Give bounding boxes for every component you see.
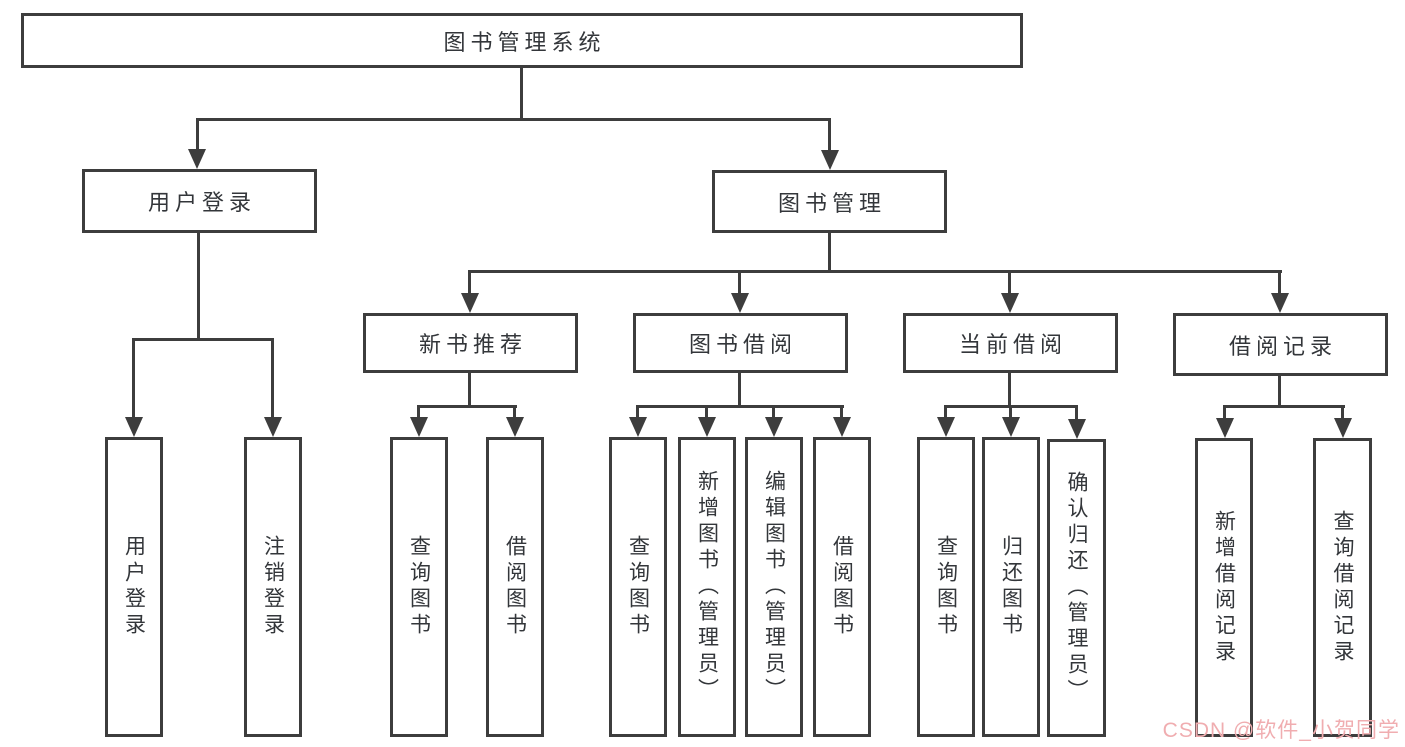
arrow-down-icon — [629, 417, 647, 437]
arrow-down-icon — [188, 149, 206, 169]
arrow-down-icon — [937, 417, 955, 437]
connector-line — [196, 118, 831, 121]
arrow-down-icon — [1002, 417, 1020, 437]
connector-line — [1341, 405, 1344, 420]
node-label: 查询图书 — [934, 535, 958, 639]
connector-line — [513, 405, 516, 419]
leaf-return-book: 归还图书 — [982, 437, 1040, 737]
connector-line — [1008, 270, 1011, 296]
node-book-management: 图书管理 — [712, 170, 947, 233]
node-label: 查询图书 — [407, 535, 431, 639]
connector-line — [1223, 405, 1226, 420]
arrow-down-icon — [461, 293, 479, 313]
csdn-watermark: CSDN @软件_小贺同学 — [1162, 719, 1400, 742]
node-label: 新书推荐 — [418, 332, 527, 357]
arrow-down-icon — [264, 417, 282, 437]
connector-line — [1075, 405, 1078, 421]
connector-line — [1278, 270, 1281, 296]
node-user-login: 用户登录 — [82, 169, 317, 233]
node-label: 图书管理 — [777, 190, 886, 216]
node-label: 借阅图书 — [503, 535, 527, 639]
leaf-query-books-current: 查询图书 — [917, 437, 975, 737]
node-current-borrow: 当前借阅 — [903, 313, 1118, 373]
connector-line — [196, 118, 199, 152]
leaf-add-book-admin: 新增图书（管理员） — [678, 437, 736, 737]
connector-line — [1278, 376, 1281, 408]
node-label: 归还图书 — [999, 535, 1023, 639]
arrow-down-icon — [833, 417, 851, 437]
node-new-book-recommend: 新书推荐 — [363, 313, 578, 373]
leaf-user-login: 用户登录 — [105, 437, 163, 737]
node-borrow-records: 借阅记录 — [1173, 313, 1388, 376]
connector-line — [944, 405, 947, 419]
node-root-system: 图书管理系统 — [21, 13, 1023, 68]
arrow-down-icon — [731, 293, 749, 313]
connector-line — [271, 338, 274, 420]
leaf-query-books-recommend: 查询图书 — [390, 437, 448, 737]
connector-line — [468, 270, 471, 296]
leaf-borrow-books: 借阅图书 — [813, 437, 871, 737]
leaf-confirm-return-admin: 确认归还（管理员） — [1047, 439, 1106, 737]
arrow-down-icon — [1216, 418, 1234, 438]
node-label: 编辑图书（管理员） — [762, 470, 786, 704]
node-book-borrow: 图书借阅 — [633, 313, 848, 373]
node-label: 借阅记录 — [1228, 333, 1337, 359]
arrow-down-icon — [410, 417, 428, 437]
connector-line — [468, 373, 471, 408]
connector-line — [1223, 405, 1345, 408]
connector-line — [468, 270, 1282, 273]
node-label: 查询图书 — [626, 535, 650, 639]
leaf-query-borrow-record: 查询借阅记录 — [1313, 438, 1372, 737]
node-label: 当前借阅 — [958, 332, 1067, 357]
node-label: 查询借阅记录 — [1331, 509, 1354, 666]
arrow-down-icon — [506, 417, 524, 437]
connector-line — [1008, 373, 1011, 408]
leaf-edit-book-admin: 编辑图书（管理员） — [745, 437, 803, 737]
connector-line — [417, 405, 517, 408]
arrow-down-icon — [1068, 419, 1086, 439]
connector-line — [828, 118, 831, 152]
connector-line — [738, 270, 741, 296]
node-label: 用户登录 — [122, 535, 146, 639]
leaf-query-books-borrow: 查询图书 — [609, 437, 667, 737]
node-label: 新增图书（管理员） — [695, 470, 719, 704]
arrow-down-icon — [1271, 293, 1289, 313]
arrow-down-icon — [1334, 418, 1352, 438]
connector-line — [132, 338, 274, 341]
node-label: 注销登录 — [261, 535, 285, 639]
leaf-borrow-books-recommend: 借阅图书 — [486, 437, 544, 737]
arrow-down-icon — [821, 150, 839, 170]
connector-line — [840, 405, 843, 419]
connector-line — [636, 405, 844, 408]
connector-line — [828, 233, 831, 273]
connector-line — [197, 233, 200, 341]
connector-line — [520, 68, 523, 121]
arrow-down-icon — [125, 417, 143, 437]
connector-line — [417, 405, 420, 419]
connector-line — [1009, 405, 1012, 419]
connector-line — [132, 338, 135, 420]
arrow-down-icon — [698, 417, 716, 437]
arrow-down-icon — [1001, 293, 1019, 313]
connector-line — [636, 405, 639, 419]
node-label: 新增借阅记录 — [1212, 509, 1236, 666]
connector-line — [738, 373, 741, 408]
node-label: 借阅图书 — [830, 535, 854, 639]
connector-line — [772, 405, 775, 419]
node-label: 确认归还（管理员） — [1065, 471, 1088, 705]
leaf-add-borrow-record: 新增借阅记录 — [1195, 438, 1253, 737]
node-label: 图书管理系统 — [443, 29, 606, 55]
leaf-logout: 注销登录 — [244, 437, 302, 737]
node-label: 用户登录 — [147, 190, 256, 215]
connector-line — [705, 405, 708, 419]
node-label: 图书借阅 — [688, 332, 797, 357]
arrow-down-icon — [765, 417, 783, 437]
